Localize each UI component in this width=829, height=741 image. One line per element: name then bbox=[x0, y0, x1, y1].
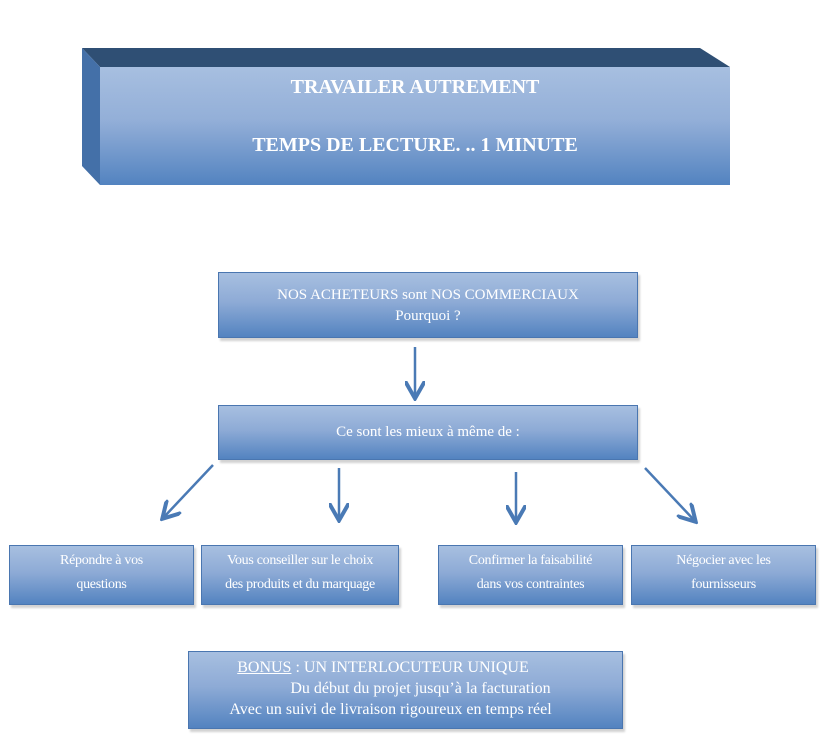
item-line: Répondre à vos bbox=[60, 553, 143, 568]
arrow-down-right-icon bbox=[644, 467, 694, 520]
header-subtitle: TEMPS DE LECTURE. .. 1 MINUTE bbox=[252, 134, 578, 156]
header-banner: TRAVAILER AUTREMENT TEMPS DE LECTURE. ..… bbox=[100, 67, 730, 185]
item-box-2: Vous conseiller sur le choix des produits… bbox=[201, 545, 399, 605]
header-bevel-top bbox=[82, 48, 730, 67]
item-box-1: Répondre à vos questions bbox=[9, 545, 194, 605]
header-bevel-side bbox=[82, 48, 100, 185]
question-line1: NOS ACHETEURS sont NOS COMMERCIAUX bbox=[277, 287, 579, 303]
item-line: fournisseurs bbox=[691, 577, 756, 592]
item-line: des produits et du marquage bbox=[225, 577, 375, 592]
bonus-line2: Du début du projet jusqu’à la facturatio… bbox=[290, 680, 551, 697]
item-line: questions bbox=[76, 577, 127, 592]
item-line: dans vos contraintes bbox=[476, 577, 585, 592]
arrow-down-left-icon bbox=[164, 464, 214, 517]
intro-text: Ce sont les mieux à même de : bbox=[336, 424, 520, 440]
header-title: TRAVAILER AUTREMENT bbox=[290, 76, 540, 98]
bonus-line3: Avec un suivi de livraison rigoureux en … bbox=[229, 701, 552, 718]
item-box-4: Négocier avec les fournisseurs bbox=[631, 545, 816, 605]
item-box-3: Confirmer la faisabilité dans vos contrai… bbox=[438, 545, 623, 605]
question-line2: Pourquoi ? bbox=[395, 308, 461, 324]
item-line: Confirmer la faisabilité bbox=[468, 553, 593, 568]
item-line: Vous conseiller sur le choix bbox=[226, 553, 374, 568]
bonus-label: BONUS bbox=[237, 659, 292, 676]
question-box: NOS ACHETEURS sont NOS COMMERCIAUX Pourq… bbox=[218, 272, 638, 338]
intro-box: Ce sont les mieux à même de : bbox=[218, 405, 638, 460]
bonus-title: : UN INTERLOCUTEUR UNIQUE bbox=[291, 659, 529, 676]
item-line: Négocier avec les bbox=[676, 553, 771, 568]
bonus-box: BONUS : UN INTERLOCUTEUR UNIQUE Du début… bbox=[188, 651, 623, 729]
